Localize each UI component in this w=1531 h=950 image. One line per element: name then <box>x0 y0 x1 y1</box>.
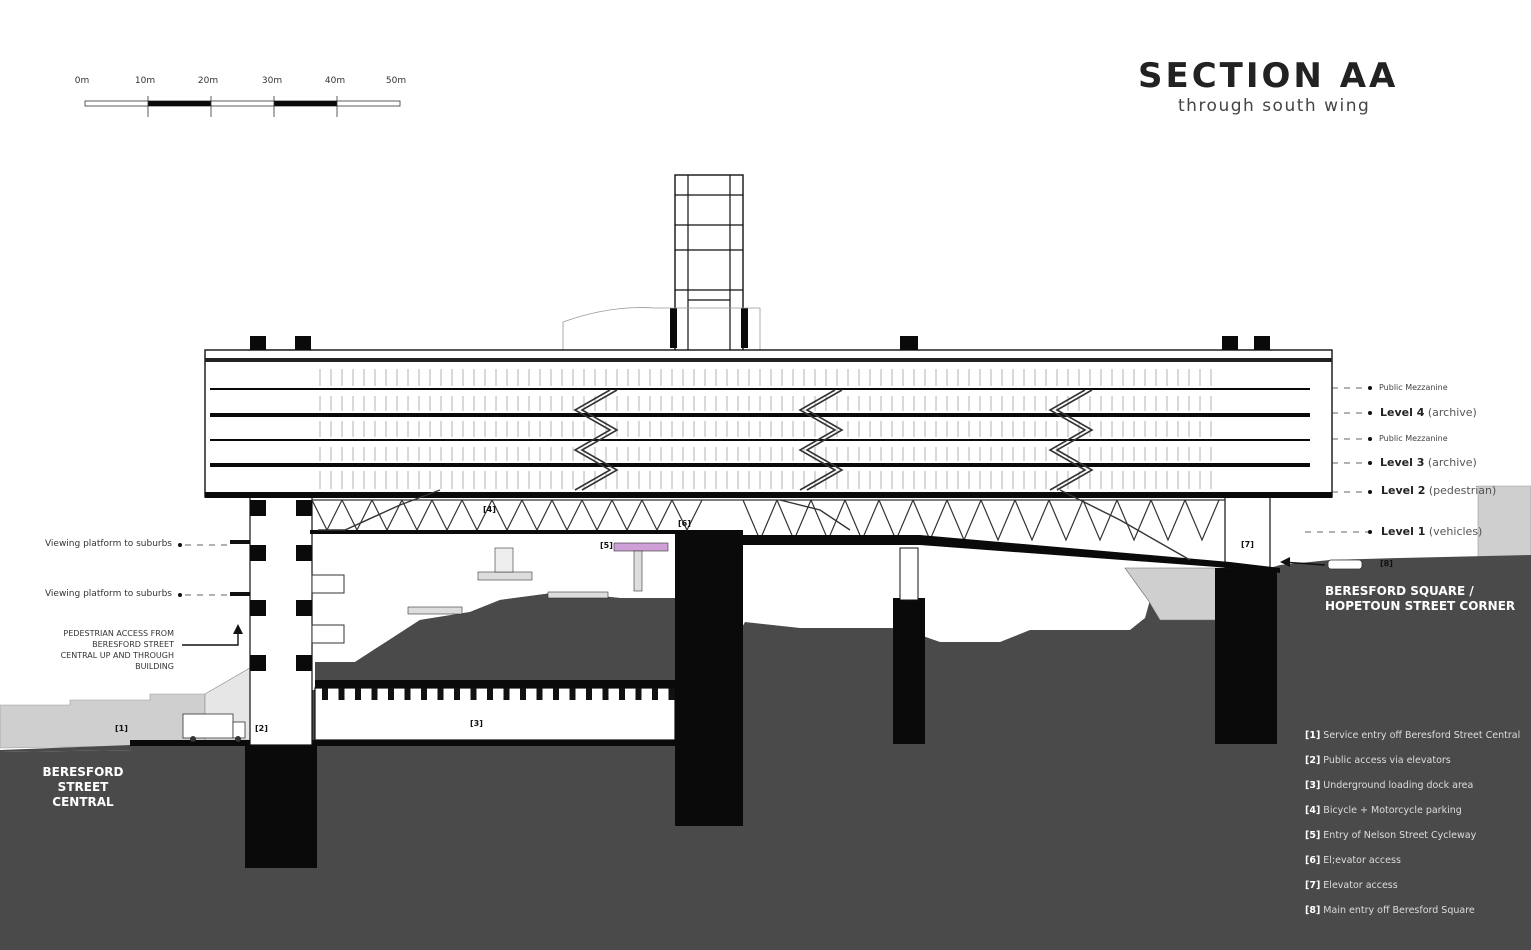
street-line: HOPETOUN STREET CORNER <box>1325 599 1516 613</box>
legend-key: [6] <box>1305 855 1321 866</box>
marker-2: [2] <box>255 724 268 733</box>
legend-text: Underground loading dock area <box>1323 780 1474 791</box>
legend-text: Elevator access <box>1323 880 1398 891</box>
level-label-3: Level 3 (archive) <box>1380 456 1477 469</box>
street-label-beresford-square: BERESFORD SQUARE / HOPETOUN STREET CORNE… <box>1325 584 1515 614</box>
legend-text: Entry of Nelson Street Cycleway <box>1323 830 1477 841</box>
legend-item: [6]El;evator access <box>1305 855 1520 880</box>
level-name: Level 3 <box>1380 456 1425 469</box>
legend-key: [7] <box>1305 880 1321 891</box>
legend-text: Bicycle + Motorcycle parking <box>1323 805 1462 816</box>
legend-item: [3]Underground loading dock area <box>1305 780 1520 805</box>
legend-key: [2] <box>1305 755 1321 766</box>
level-qualifier: (archive) <box>1427 456 1477 469</box>
pile-mid-right <box>893 598 925 744</box>
entry-ramp <box>1124 567 1231 621</box>
street-label-beresford-central: BERESFORD STREET CENTRAL <box>18 765 148 810</box>
legend-item: [4]Bicycle + Motorcycle parking <box>1305 805 1520 830</box>
level-name: Level 4 <box>1380 406 1425 419</box>
marker-5: [5] <box>600 541 613 550</box>
pile-right <box>1215 568 1277 744</box>
pile-left <box>245 745 317 868</box>
marker-8: [8] <box>1380 559 1393 568</box>
marker-7: [7] <box>1241 540 1254 549</box>
scale-label: 0m <box>74 76 90 86</box>
level-qualifier: (pedestrian) <box>1428 484 1497 497</box>
street-line: CENTRAL <box>52 795 114 809</box>
scale-label: 50m <box>385 76 407 86</box>
page-subtitle: through south wing <box>1178 96 1371 116</box>
marker-4: [4] <box>483 505 496 514</box>
legend-key: [5] <box>1305 830 1321 841</box>
legend-item: [2]Public access via elevators <box>1305 755 1520 780</box>
level-name: Level 1 <box>1381 525 1426 538</box>
legend-text: El;evator access <box>1323 855 1401 866</box>
legend-item: [7]Elevator access <box>1305 880 1520 905</box>
neighbour-building-left <box>0 693 206 749</box>
legend-key: [8] <box>1305 905 1321 916</box>
scale-label: 10m <box>134 76 156 86</box>
legend-item: [1]Service entry off Beresford Street Ce… <box>1305 730 1520 755</box>
car <box>1327 559 1363 570</box>
level-label-mezzanine-upper: Public Mezzanine <box>1379 383 1448 392</box>
level-qualifier: (archive) <box>1427 406 1477 419</box>
scale-label: 30m <box>261 76 283 86</box>
level-name: Level 2 <box>1381 484 1426 497</box>
tower <box>674 174 744 361</box>
marker-1: [1] <box>115 724 128 733</box>
legend-key: [4] <box>1305 805 1321 816</box>
building-envelope <box>204 349 1333 498</box>
scale-label: 20m <box>197 76 219 86</box>
level-qualifier: (vehicles) <box>1428 525 1483 538</box>
vehicle-ramp <box>310 530 675 534</box>
legend-text: Public access via elevators <box>1323 755 1451 766</box>
pile-center <box>675 530 743 826</box>
level-label-mezzanine-lower: Public Mezzanine <box>1379 434 1448 443</box>
street-line: BERESFORD SQUARE / <box>1325 584 1474 598</box>
scale-label: 40m <box>324 76 346 86</box>
legend-item: [5]Entry of Nelson Street Cycleway <box>1305 830 1520 855</box>
truck <box>182 713 234 739</box>
level-label-2: Level 2 (pedestrian) <box>1381 484 1496 497</box>
level-label-1: Level 1 (vehicles) <box>1381 525 1482 538</box>
legend: [1]Service entry off Beresford Street Ce… <box>1305 730 1520 930</box>
legend-text: Main entry off Beresford Square <box>1323 905 1475 916</box>
pedestrian-access-label: PEDESTRIAN ACCESS FROM BERESFORD STREET … <box>60 629 174 671</box>
legend-key: [1] <box>1305 730 1321 741</box>
marker-6: [6] <box>678 519 691 528</box>
level-label-4: Level 4 (archive) <box>1380 406 1477 419</box>
page-title: SECTION AA <box>1138 56 1399 96</box>
legend-item: [8]Main entry off Beresford Square <box>1305 905 1520 930</box>
marker-3: [3] <box>470 719 483 728</box>
street-line: BERESFORD STREET <box>42 765 124 794</box>
legend-text: Service entry off Beresford Street Centr… <box>1323 730 1521 741</box>
viewing-platform-label-lower: Viewing platform to suburbs <box>44 589 172 599</box>
viewing-platform-label-upper: Viewing platform to suburbs <box>44 539 172 549</box>
legend-key: [3] <box>1305 780 1321 791</box>
scale-bar <box>84 96 401 117</box>
